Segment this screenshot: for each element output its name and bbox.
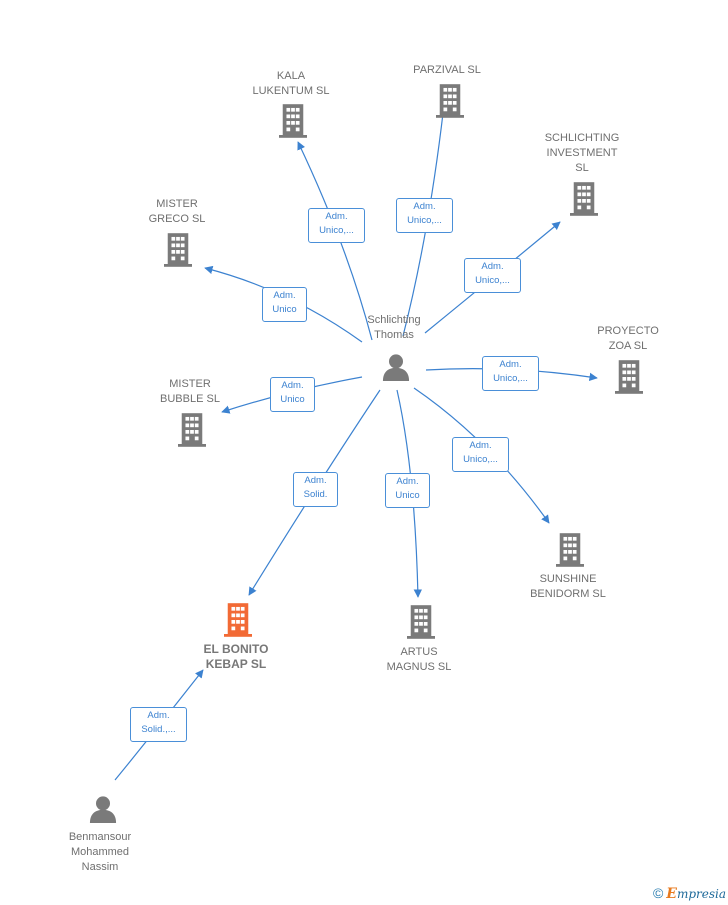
- building-icon-parzival[interactable]: [436, 84, 464, 118]
- edge-label-kala-lukentum: Adm. Unico,...: [308, 208, 365, 243]
- empresia-logo[interactable]: ©Empresia: [653, 885, 726, 902]
- copyright-icon: ©: [652, 885, 664, 901]
- building-icon-artus-magnus[interactable]: [407, 605, 435, 639]
- edge-label-artus-magnus: Adm. Unico: [385, 473, 430, 508]
- brand-name: mpresia: [676, 887, 726, 901]
- building-icon-schlichting-investment[interactable]: [570, 182, 598, 216]
- edge-label-parzival: Adm. Unico,...: [396, 198, 453, 233]
- building-icon-proyecto-zoa[interactable]: [615, 360, 643, 394]
- building-icon-mister-bubble[interactable]: [178, 413, 206, 447]
- node-label-schlichting-investment[interactable]: SCHLICHTING INVESTMENT SL: [544, 132, 620, 174]
- edge-label-sunshine-benidorm: Adm. Unico,...: [452, 437, 509, 472]
- edge-label-el-bonito-kebap: Adm. Solid.: [293, 472, 338, 507]
- edge-label-benmansour: Adm. Solid.,...: [130, 707, 187, 742]
- node-label-mister-bubble[interactable]: MISTER BUBBLE SL: [160, 378, 220, 405]
- node-label-el-bonito-kebap[interactable]: EL BONITO KEBAP SL: [203, 642, 269, 671]
- edge-label-proyecto-zoa: Adm. Unico,...: [482, 356, 539, 391]
- building-icon-sunshine-benidorm[interactable]: [556, 533, 584, 567]
- node-label-sunshine-benidorm[interactable]: SUNSHINE BENIDORM SL: [530, 573, 606, 600]
- building-icon-el-bonito-kebap[interactable]: [224, 603, 252, 637]
- node-label-artus-magnus[interactable]: ARTUS MAGNUS SL: [386, 646, 452, 673]
- edge-label-schlichting-investment: Adm. Unico,...: [464, 258, 521, 293]
- brand-initial: E: [666, 886, 677, 902]
- node-label-proyecto-zoa[interactable]: PROYECTO ZOA SL: [597, 325, 659, 352]
- person-icon-schlichting-thomas[interactable]: [382, 354, 410, 381]
- node-label-mister-greco[interactable]: MISTER GRECO SL: [148, 198, 206, 225]
- edge-label-mister-greco: Adm. Unico: [262, 287, 307, 322]
- node-label-benmansour[interactable]: Benmansour Mohammed Nassim: [68, 831, 132, 873]
- building-icon-mister-greco[interactable]: [164, 233, 192, 267]
- building-icon-kala-lukentum[interactable]: [279, 104, 307, 138]
- node-label-schlichting-thomas[interactable]: Schlichting Thomas: [367, 314, 421, 341]
- edge-label-mister-bubble: Adm. Unico: [270, 377, 315, 412]
- node-label-parzival[interactable]: PARZIVAL SL: [413, 64, 481, 76]
- person-icon-benmansour[interactable]: [89, 796, 117, 823]
- node-label-kala-lukentum[interactable]: KALA LUKENTUM SL: [252, 70, 330, 97]
